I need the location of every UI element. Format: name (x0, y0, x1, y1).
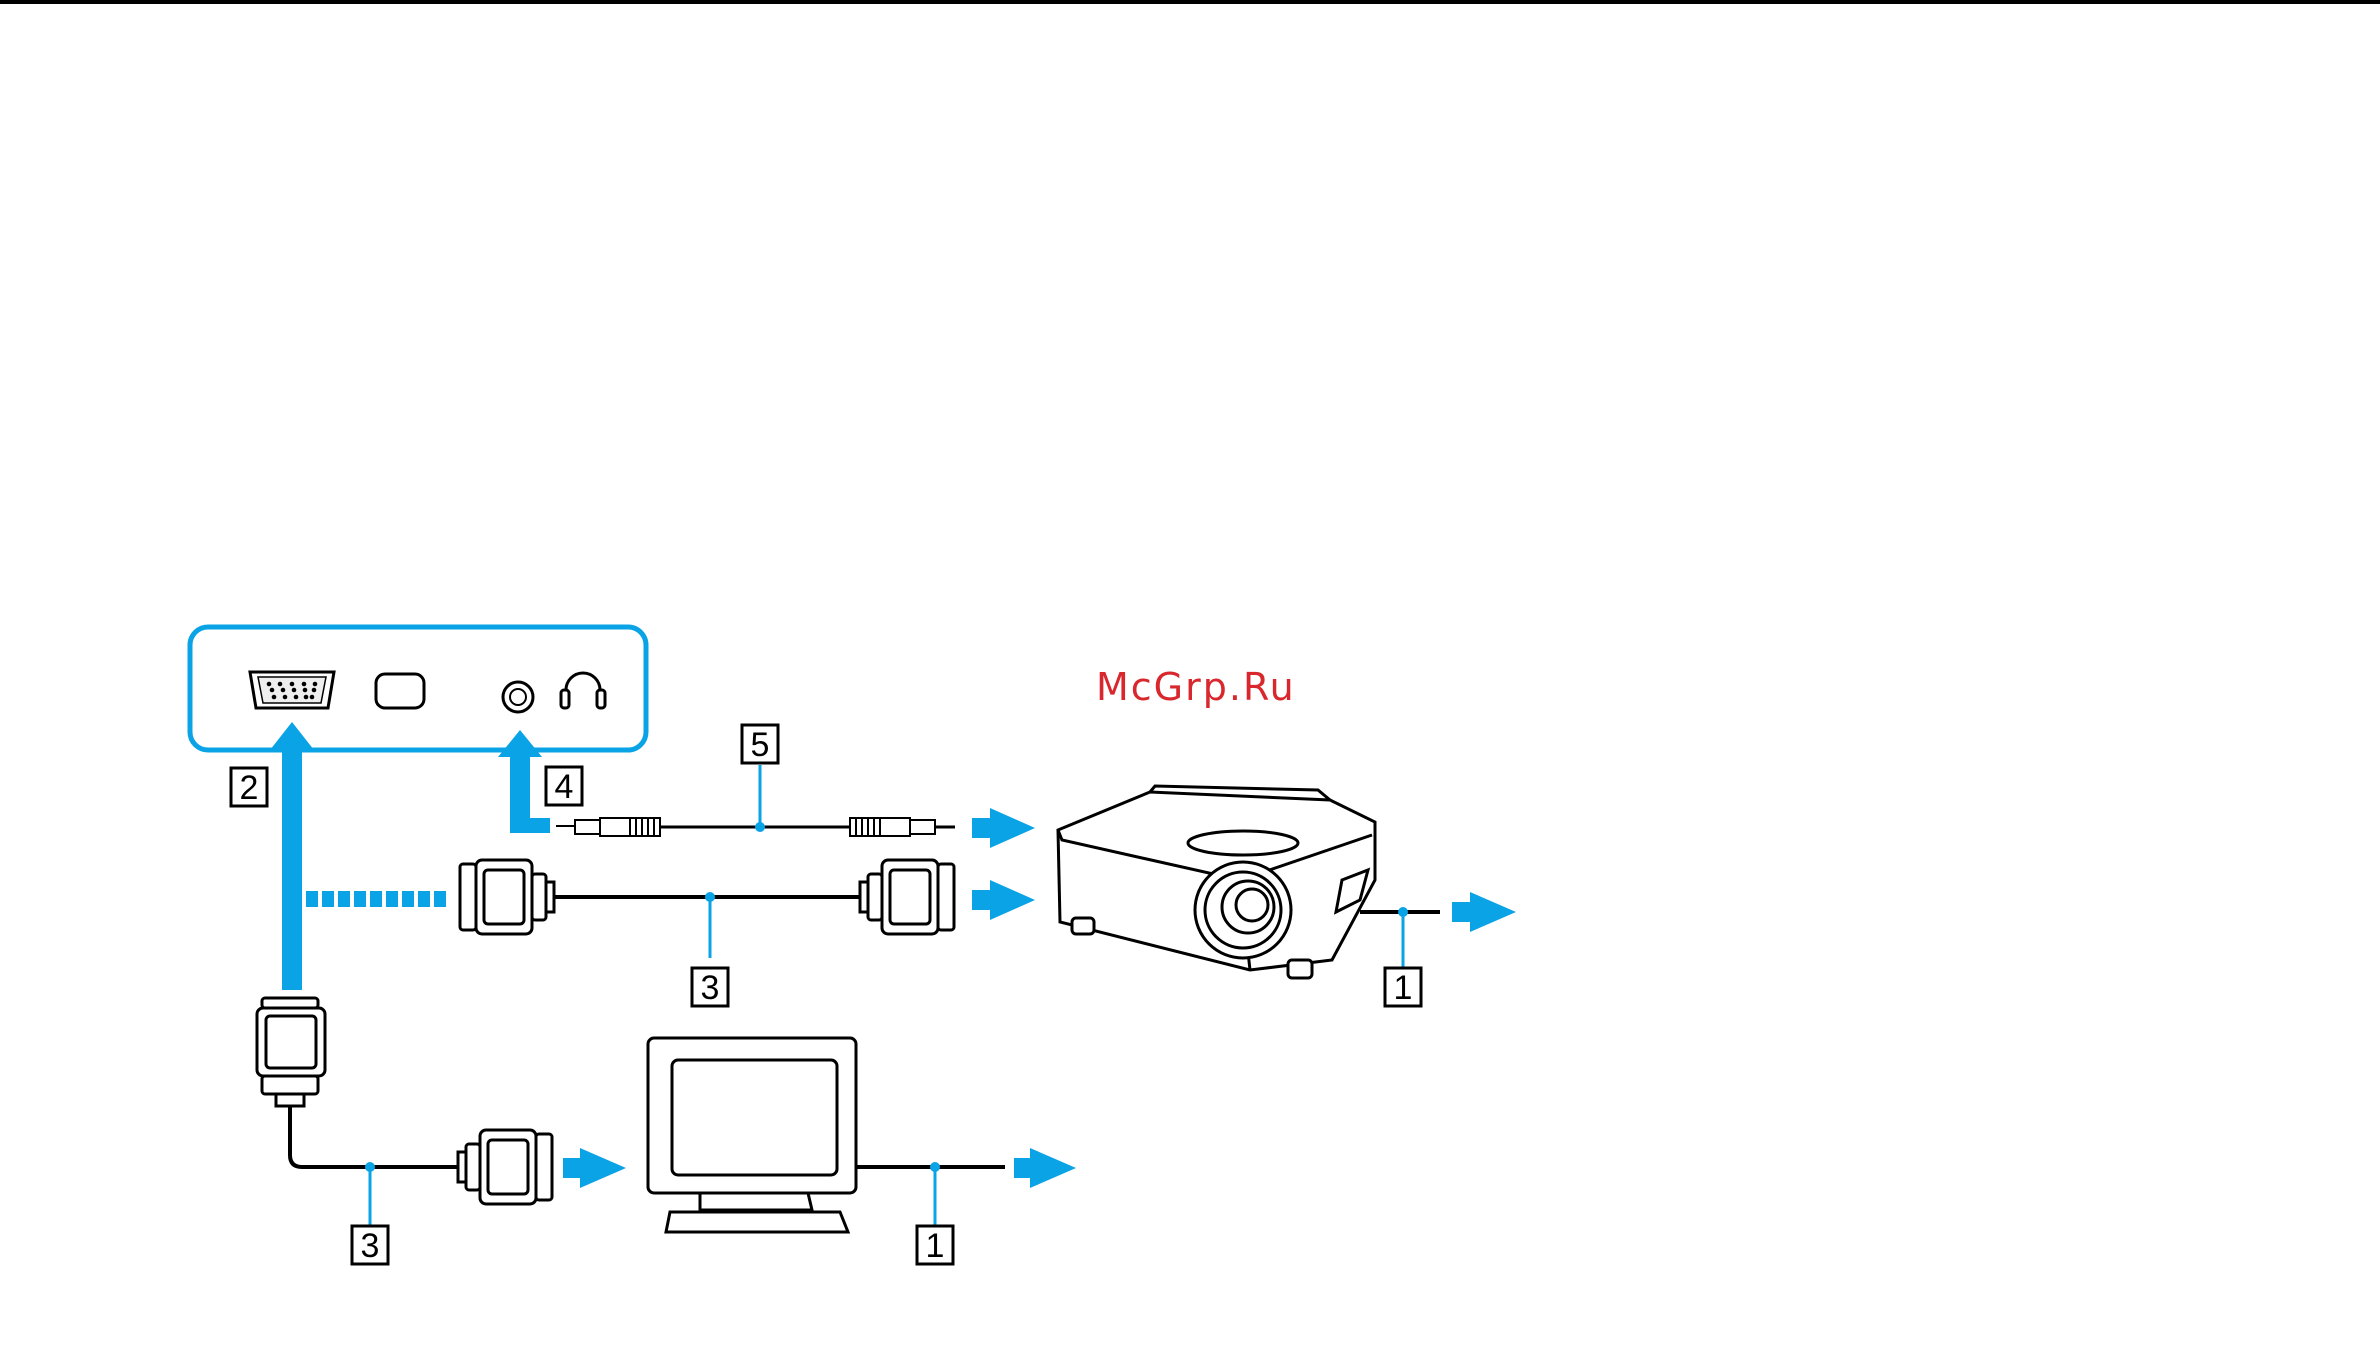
hdmi-port-icon (376, 674, 424, 708)
callout-2: 2 (231, 768, 267, 807)
port-panel (190, 627, 646, 750)
callout-1-monitor: 1 (917, 1226, 953, 1265)
audio-l-arrow (498, 730, 550, 833)
callout-3-lower: 3 (352, 1226, 388, 1265)
monitor-power-cable (856, 1162, 1005, 1228)
top-rule (0, 0, 2380, 4)
projector (1058, 786, 1375, 978)
svg-text:2: 2 (240, 769, 259, 807)
svg-text:4: 4 (555, 768, 574, 806)
monitor-power-arrow (1014, 1148, 1076, 1188)
dashed-link (306, 891, 446, 907)
headphones-icon (561, 673, 605, 708)
audio-jack-icon (503, 682, 533, 712)
svg-text:3: 3 (701, 969, 720, 1007)
vga-cable-monitor (257, 998, 552, 1228)
projector-power-cable (1360, 907, 1440, 968)
audio-to-projector-arrow (972, 808, 1035, 848)
callout-3-upper: 3 (692, 968, 728, 1007)
callout-1-projector: 1 (1385, 968, 1421, 1007)
monitor (648, 1038, 856, 1232)
svg-text:3: 3 (361, 1227, 380, 1265)
svg-text:1: 1 (926, 1227, 945, 1265)
svg-text:5: 5 (751, 726, 770, 764)
callout-4: 4 (546, 767, 582, 806)
svg-text:1: 1 (1394, 969, 1413, 1007)
audio-cable (556, 765, 955, 836)
vga-to-projector-arrow (972, 880, 1035, 920)
projector-power-arrow (1452, 892, 1516, 932)
vga-port-icon (250, 672, 334, 708)
vga-cable-projector (460, 860, 954, 958)
callout-5: 5 (742, 725, 778, 764)
vga-up-arrow (270, 722, 314, 990)
vga-to-monitor-arrow (563, 1148, 626, 1188)
watermark-text: McGrp.Ru (1096, 665, 1296, 709)
